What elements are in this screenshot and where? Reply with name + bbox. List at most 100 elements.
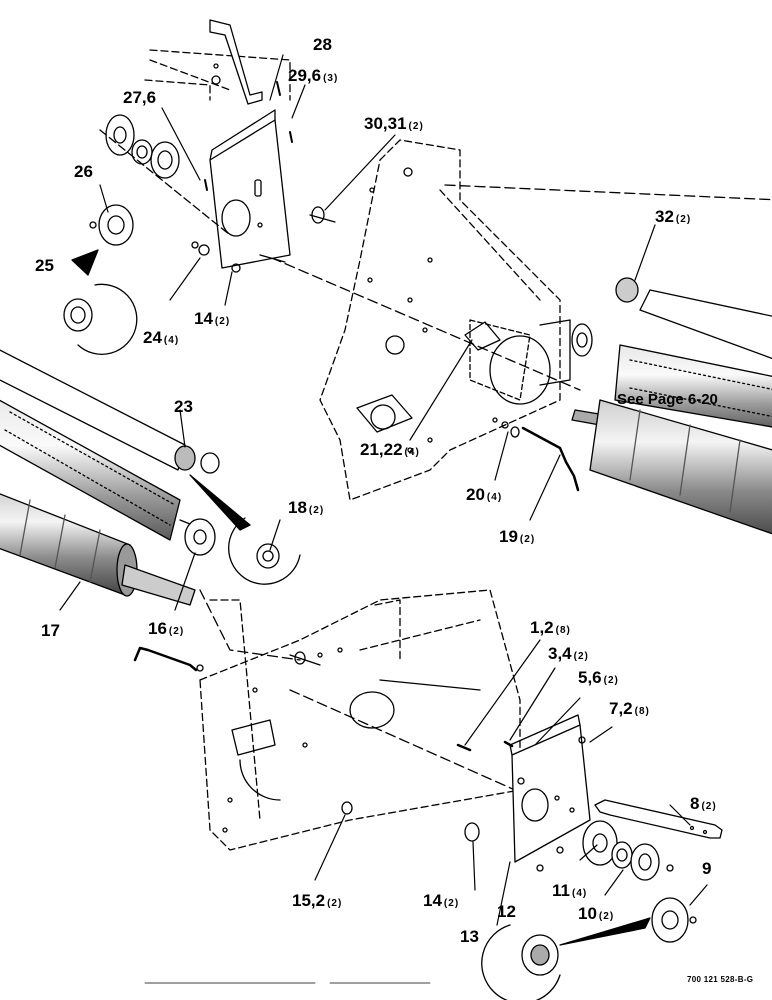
shaft-centerline-upper: [229, 239, 581, 391]
callout-19: 19(2): [499, 528, 535, 546]
callout-24: 24(4): [143, 329, 179, 347]
rod-lower-left: [133, 646, 321, 672]
toothed-roller-right: [614, 344, 772, 428]
callout-7-2: 7,2(8): [609, 700, 650, 718]
callout-3-4: 3,4(2): [548, 645, 589, 663]
callout-quantity: (2): [168, 626, 185, 637]
rod-19: [501, 421, 580, 492]
callout-quantity: (8): [555, 625, 571, 636]
callout-number: 23: [174, 397, 193, 416]
upper-side-frame: [144, 49, 561, 501]
callout-25: 25: [35, 257, 54, 275]
drum-roller-right: [571, 399, 772, 535]
callout-16: 16(2): [148, 620, 184, 638]
callout-number: 32: [655, 207, 674, 226]
callout-number: 20: [466, 485, 485, 504]
leader-lines: [59, 54, 708, 926]
toothed-roller-left: [0, 399, 201, 541]
drawing-number: 700 121 528-B-G: [687, 975, 754, 984]
callout-number: 30,31: [364, 114, 407, 133]
callout-29-6: 29,6(3): [288, 67, 338, 85]
upper-right-bearing: [464, 321, 593, 357]
callout-number: 19: [499, 527, 518, 546]
callout-quantity: (2): [701, 801, 717, 812]
callout-number: 8: [690, 794, 700, 813]
callout-quantity: (2): [573, 651, 589, 662]
callout-21-22: 21,22(4): [360, 441, 420, 459]
callout-quantity: (2): [408, 121, 424, 132]
bearing-plate-bottom: [509, 714, 591, 863]
callout-9: 9: [702, 860, 711, 878]
callout-number: 28: [313, 35, 332, 54]
see-page-note: See Page 6-20: [617, 391, 718, 408]
lower-side-frame: [199, 589, 521, 851]
callout-number: 12: [497, 902, 516, 921]
callout-quantity: (4): [163, 335, 180, 346]
callout-11: 11(4): [552, 882, 587, 900]
callout-8: 8(2): [690, 795, 717, 813]
bearing-16: [184, 518, 216, 556]
callout-30-31: 30,31(2): [364, 115, 424, 133]
callout-quantity: (2): [675, 214, 692, 225]
callout-number: 3,4: [548, 644, 572, 663]
detail-circle-25: [63, 249, 138, 355]
callout-26: 26: [74, 163, 93, 181]
callout-28: 28: [313, 36, 332, 54]
top-plate-hardware: [191, 206, 336, 273]
callout-number: 18: [288, 498, 307, 517]
drum-roller-17: [0, 493, 196, 606]
lower-flange-bearing: [536, 820, 697, 943]
callout-number: 13: [460, 927, 479, 946]
callout-number: 17: [41, 621, 60, 640]
callout-number: 14: [194, 309, 213, 328]
lower-plate-hardware: [341, 736, 586, 842]
leader-32: [444, 184, 772, 201]
callout-number: 26: [74, 162, 93, 181]
callout-27-6: 27,6: [123, 89, 156, 107]
callout-number: 9: [702, 859, 712, 878]
callout-number: 5,6: [578, 668, 602, 687]
callout-5-6: 5,6(2): [578, 669, 619, 687]
roller-32: [615, 277, 772, 360]
callout-number: 10: [578, 904, 597, 923]
shaft-centerline-lower-2: [199, 589, 301, 661]
callout-number: 16: [148, 619, 167, 638]
upper-frame-holes: [356, 167, 498, 453]
callout-quantity: (2): [603, 675, 619, 686]
callout-number: 7,2: [609, 699, 633, 718]
upper-frame-disc: [469, 319, 571, 405]
callout-number: 27,6: [123, 88, 157, 107]
callout-12: 12: [497, 903, 516, 921]
callout-quantity: (2): [598, 911, 615, 922]
callout-quantity: (4): [404, 447, 420, 458]
callout-14-bot: 14(2): [423, 892, 459, 910]
bearing-plate-top: [204, 19, 293, 269]
callout-14-top: 14(2): [194, 310, 230, 328]
callout-quantity: (4): [486, 492, 503, 503]
callout-number: 15,2: [292, 891, 326, 910]
callout-15-2: 15,2(2): [292, 892, 342, 910]
callout-quantity: (2): [308, 505, 325, 516]
callout-quantity: (2): [327, 898, 343, 909]
callout-quantity: (8): [634, 706, 650, 717]
bracket-8: [594, 799, 723, 839]
callout-number: 21,22: [360, 440, 403, 459]
callout-10: 10(2): [578, 905, 614, 923]
callout-quantity: (4): [571, 888, 588, 899]
callout-quantity: (2): [443, 898, 460, 909]
upper-flange-bearing: [89, 114, 231, 246]
detail-circle-18: [189, 474, 301, 585]
callout-quantity: (2): [519, 534, 536, 545]
callout-23: 23: [174, 398, 193, 416]
callout-13: 13: [460, 928, 479, 946]
callout-20: 20(4): [466, 486, 502, 504]
callout-32: 32(2): [655, 208, 691, 226]
detail-circle-12: [481, 917, 651, 1000]
callout-1-2: 1,2(8): [530, 619, 571, 637]
callout-number: 29,6: [288, 66, 322, 85]
callout-number: 1,2: [530, 618, 554, 637]
callout-quantity: (3): [323, 73, 339, 84]
callout-number: 24: [143, 328, 162, 347]
callout-number: 11: [552, 881, 570, 900]
